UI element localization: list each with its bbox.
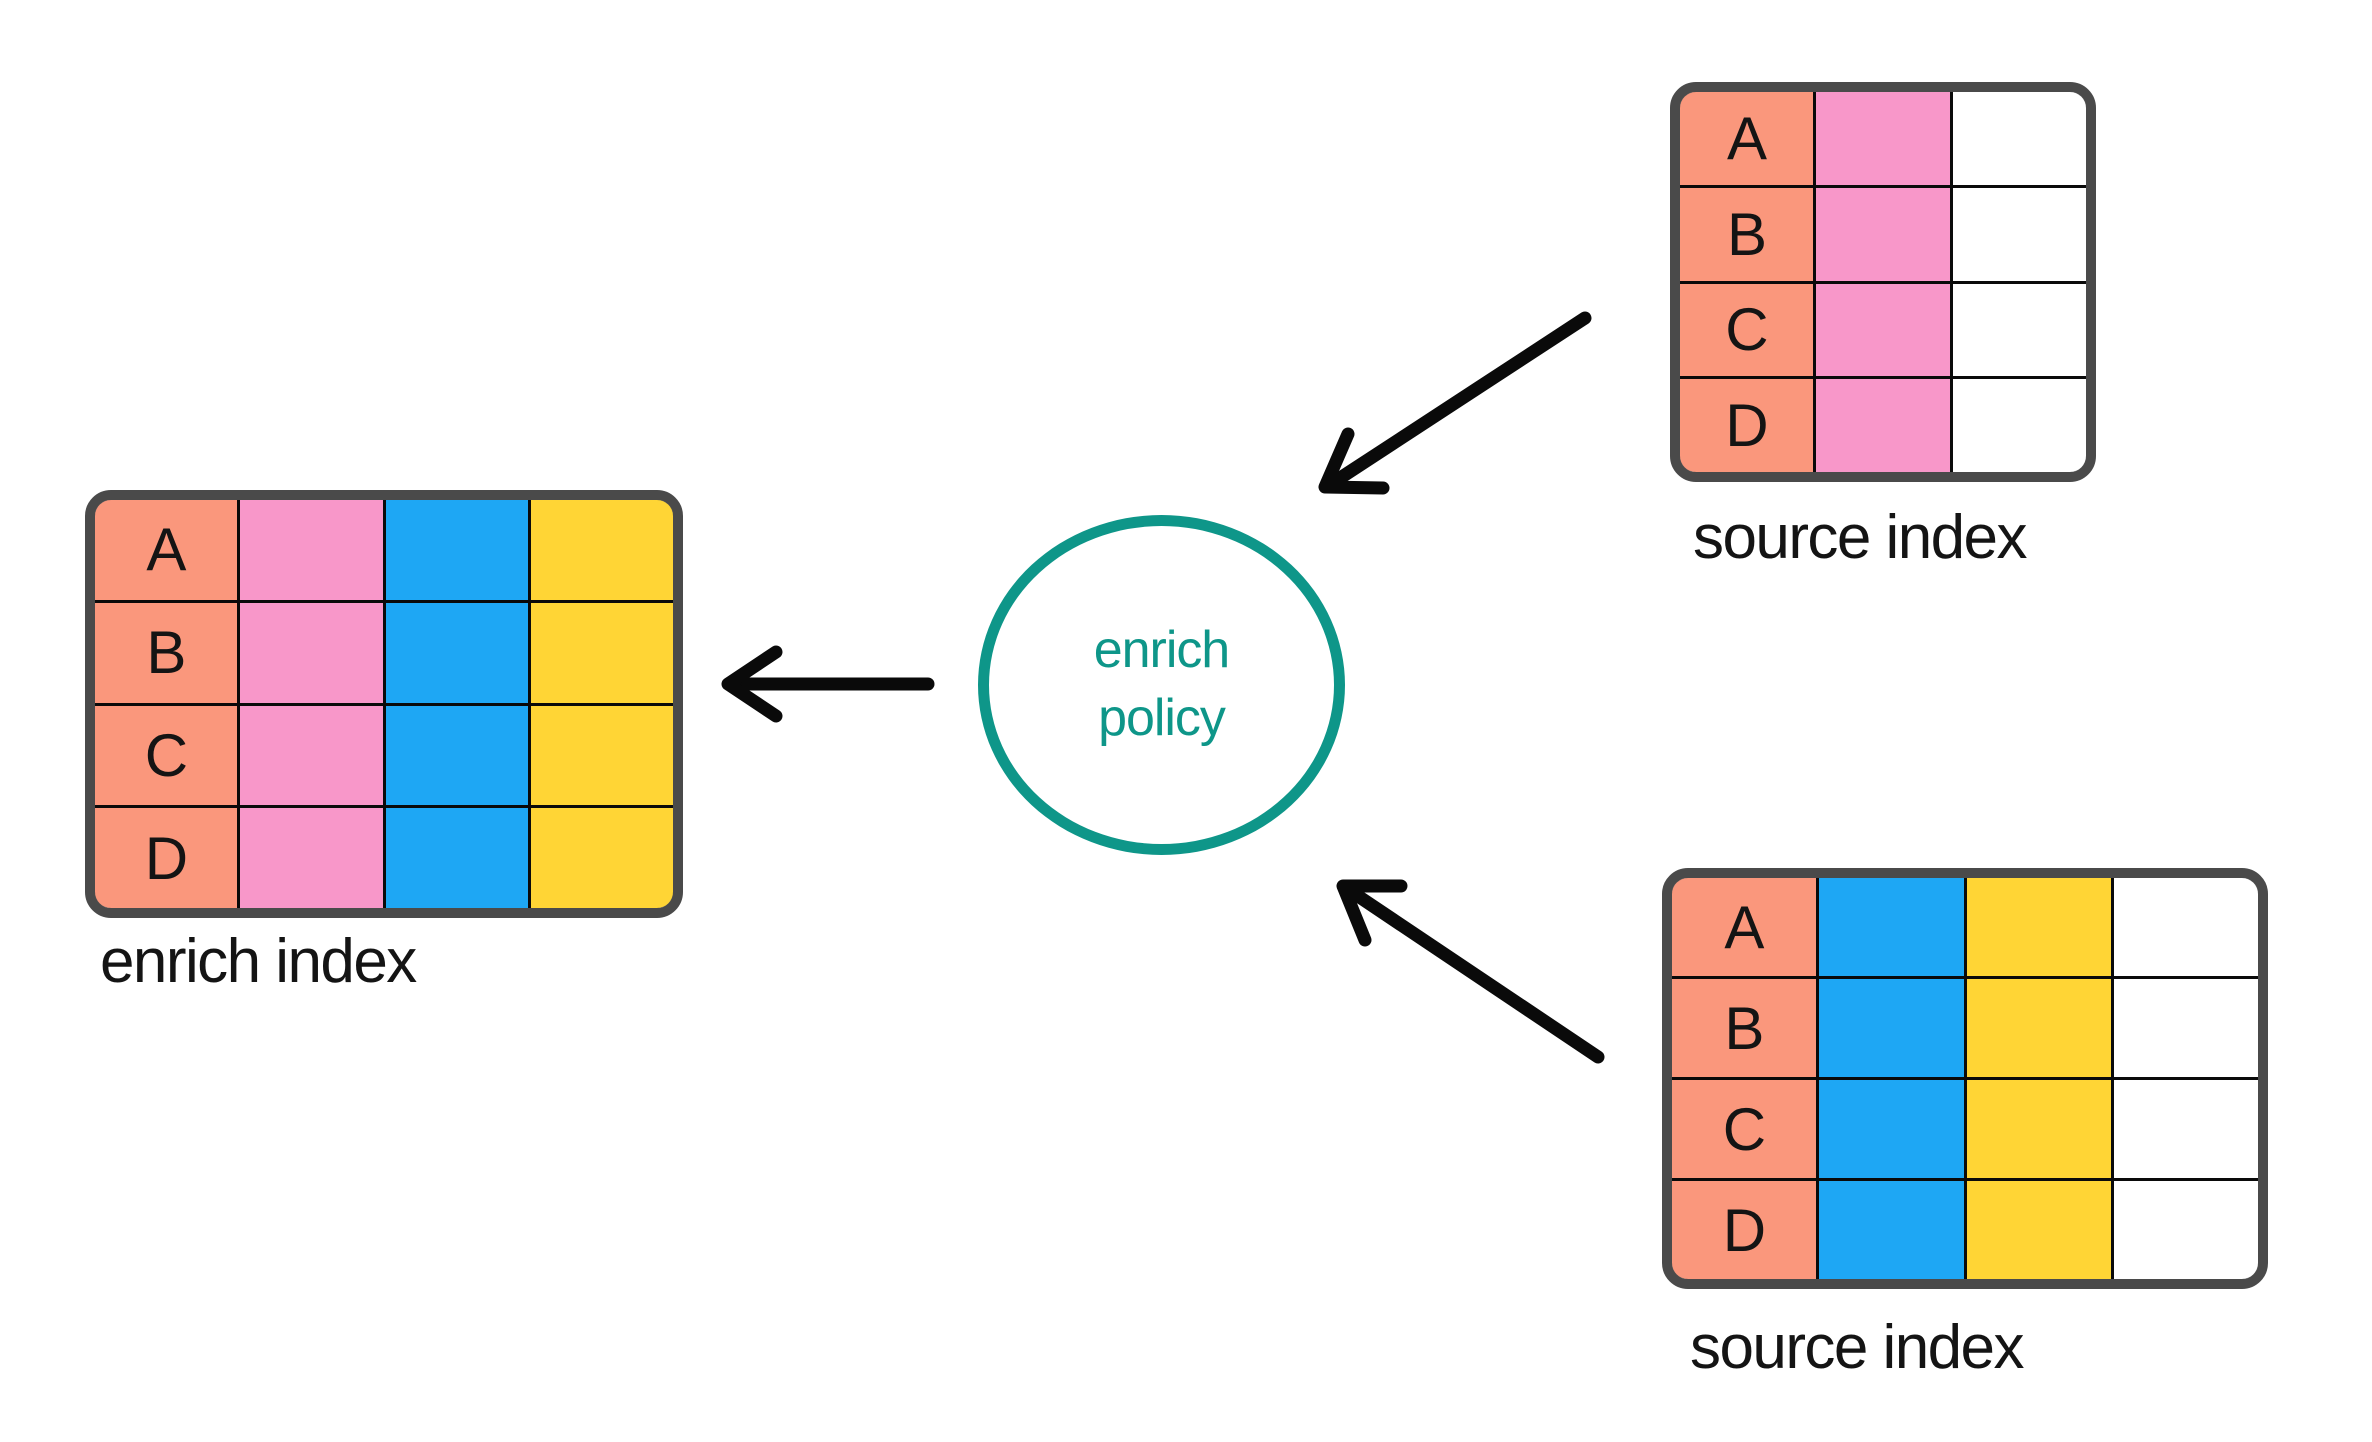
row-key-label: B [1726, 200, 1767, 268]
row-key-label: A [1726, 104, 1767, 172]
row-key-label: A [146, 516, 186, 584]
source-index-top-label: source index [1693, 503, 2027, 572]
key-cell: B [1680, 187, 1814, 281]
row-key-label: B [1724, 994, 1764, 1062]
value-cell [1952, 283, 2086, 377]
value-cell [1819, 878, 1964, 976]
key-cell: A [95, 500, 238, 600]
value-cell [530, 500, 673, 600]
enrich-index-label: enrich index [100, 927, 417, 996]
value-cell [1819, 1181, 1964, 1279]
value-cell [2113, 1181, 2258, 1279]
value-cell [530, 705, 673, 806]
value-cell [385, 500, 528, 600]
value-cell [2113, 979, 2258, 1077]
value-cell [2113, 1080, 2258, 1178]
value-cell [1819, 979, 1964, 1077]
value-cell [1816, 379, 1950, 472]
value-cell [1952, 187, 2086, 281]
value-cell [240, 808, 383, 908]
value-cell [385, 705, 528, 806]
value-cell [1816, 283, 1950, 377]
row-key-label: D [1722, 1196, 1766, 1264]
value-cell [1966, 1181, 2111, 1279]
value-cell [385, 602, 528, 703]
value-cell [2113, 878, 2258, 976]
value-cell [1966, 979, 2111, 1077]
value-cell [240, 602, 383, 703]
value-cell [1816, 187, 1950, 281]
key-cell: A [1672, 878, 1817, 976]
key-cell: A [1680, 92, 1814, 185]
enrich-policy-node: enrich policy [978, 515, 1345, 855]
row-key-label: C [1725, 296, 1769, 364]
value-cell [1966, 1080, 2111, 1178]
key-cell: C [1672, 1080, 1817, 1178]
arrow-policy-to-enrich-index-icon [721, 645, 935, 723]
value-cell [1966, 878, 2111, 976]
row-key-label: D [144, 824, 188, 892]
value-cell [1952, 379, 2086, 472]
key-cell: B [1672, 979, 1817, 1077]
value-cell [240, 705, 383, 806]
value-cell [1816, 92, 1950, 185]
row-key-label: C [1722, 1095, 1766, 1163]
value-cell [240, 500, 383, 600]
value-cell [530, 808, 673, 908]
row-key-label: B [146, 619, 186, 687]
row-key-label: A [1724, 893, 1764, 961]
source-index-bottom-label: source index [1690, 1313, 2024, 1382]
value-cell [1952, 92, 2086, 185]
key-cell: B [95, 602, 238, 703]
value-cell [1819, 1080, 1964, 1178]
key-cell: C [95, 705, 238, 806]
arrow-source-top-to-policy-icon [1318, 311, 1592, 495]
value-cell [530, 602, 673, 703]
row-key-label: C [144, 721, 188, 789]
value-cell [385, 808, 528, 908]
row-key-label: D [1725, 392, 1769, 460]
arrow-source-bottom-to-policy-icon [1336, 879, 1605, 1064]
enrich-policy-label: enrich policy [1093, 621, 1230, 747]
key-cell: D [1672, 1181, 1817, 1279]
key-cell: D [95, 808, 238, 908]
key-cell: D [1680, 379, 1814, 472]
key-cell: C [1680, 283, 1814, 377]
